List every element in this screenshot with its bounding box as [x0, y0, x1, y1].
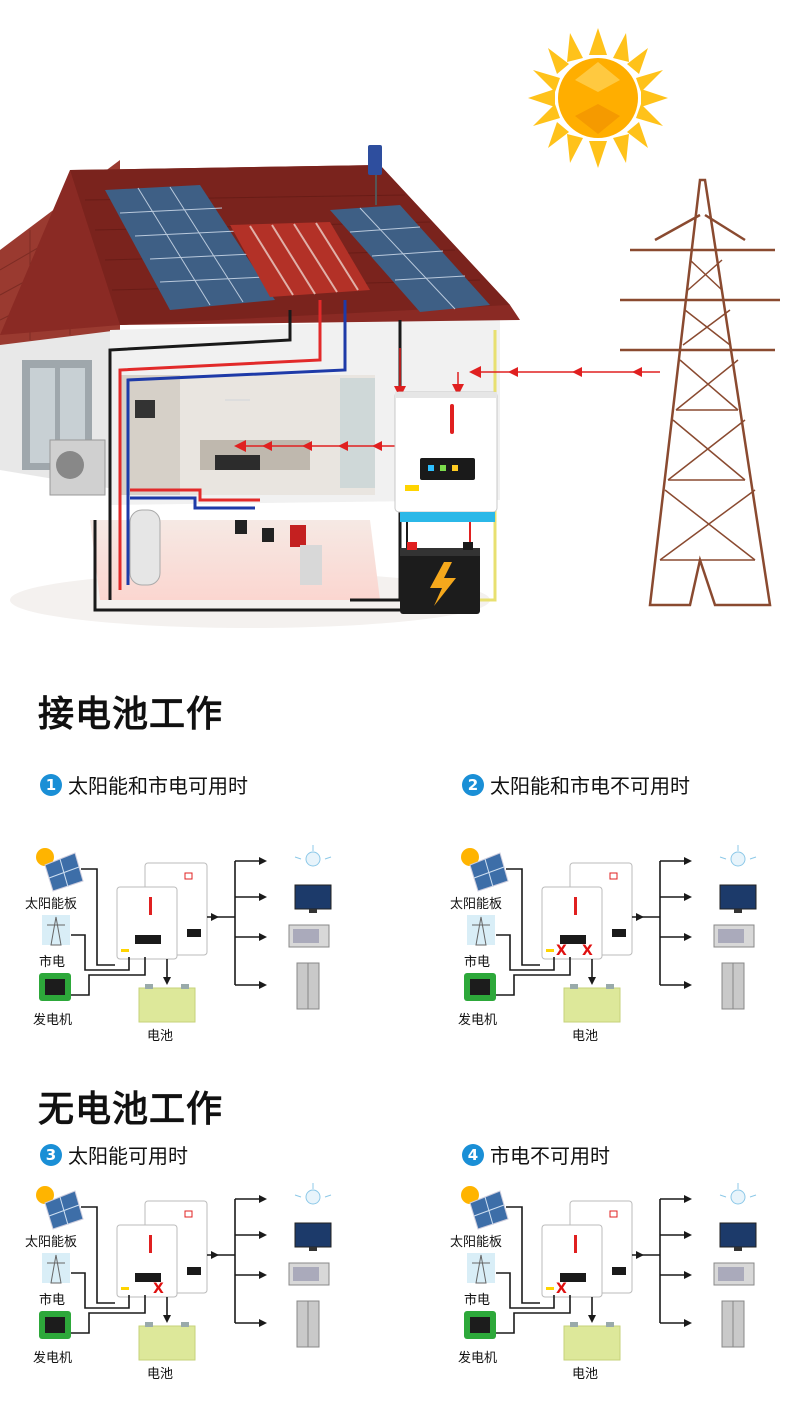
- label-grid: 市电: [464, 955, 491, 970]
- grid-tower-icon: [42, 1253, 70, 1284]
- label-solar-panel: 太阳能板: [25, 1235, 78, 1250]
- case-title-text: 太阳能和市电可用时: [68, 774, 248, 798]
- label-solar-panel: 太阳能板: [450, 897, 503, 912]
- sun-icon: [528, 28, 668, 168]
- diagram-case-4: 太阳能板市电发电机电池 X: [450, 1183, 780, 1383]
- tv-icon: [294, 1222, 332, 1251]
- case-title-text: 市电不可用时: [490, 1144, 610, 1168]
- microwave-icon: [713, 1262, 755, 1286]
- battery-icon: [400, 542, 480, 614]
- cross-mark: X: [556, 943, 567, 959]
- arrow-icon: [163, 1195, 267, 1327]
- arrow-icon: [588, 1195, 692, 1327]
- generator-icon: [464, 973, 496, 1001]
- label-battery: 电池: [572, 1367, 599, 1382]
- case-title-3: 3 太阳能可用时: [40, 1140, 188, 1169]
- generator-icon: [39, 973, 71, 1001]
- microwave-icon: [288, 924, 330, 948]
- label-grid: 市电: [39, 955, 66, 970]
- label-battery: 电池: [147, 1367, 174, 1382]
- power-tower-icon: [620, 178, 780, 607]
- cross-mark: X: [582, 943, 593, 959]
- label-generator: 发电机: [33, 1013, 73, 1028]
- case-title-text: 太阳能和市电不可用时: [490, 774, 690, 798]
- grid-tower-icon: [467, 1253, 495, 1284]
- arrow-icon: [163, 857, 267, 989]
- inverter-icon: [116, 862, 208, 960]
- number-badge: 3: [40, 1143, 62, 1166]
- house-illustration: [0, 145, 520, 612]
- light-bulb-icon: [294, 845, 332, 867]
- diagram-case-3: 太阳能板市电发电机电池 X: [25, 1183, 355, 1383]
- solar-panel-icon: [461, 848, 509, 892]
- label-grid: 市电: [39, 1293, 66, 1308]
- arrow-icon: [588, 857, 692, 989]
- solar-panel-icon: [36, 1186, 84, 1230]
- hero-illustration: [0, 0, 790, 650]
- battery-icon: [138, 984, 196, 1023]
- inverter-icon: [541, 1200, 633, 1298]
- tv-icon: [294, 884, 332, 913]
- label-grid: 市电: [464, 1293, 491, 1308]
- case-title-text: 太阳能可用时: [68, 1144, 188, 1168]
- case-title-4: 4 市电不可用时: [462, 1140, 610, 1169]
- tv-icon: [719, 1222, 757, 1251]
- solar-panel-icon: [36, 848, 84, 892]
- fridge-icon: [721, 1300, 745, 1348]
- grid-tower-icon: [467, 915, 495, 946]
- inverter-icon: [394, 391, 498, 550]
- wiring: [71, 1198, 259, 1334]
- label-battery: 电池: [147, 1029, 174, 1044]
- fridge-icon: [296, 962, 320, 1010]
- fridge-icon: [296, 1300, 320, 1348]
- tv-icon: [719, 884, 757, 913]
- hero-arrow-heads: [262, 367, 642, 451]
- number-badge: 2: [462, 773, 484, 796]
- number-badge: 1: [40, 773, 62, 796]
- battery-icon: [563, 1322, 621, 1361]
- light-bulb-icon: [719, 1183, 757, 1205]
- label-generator: 发电机: [458, 1351, 498, 1366]
- label-generator: 发电机: [458, 1013, 498, 1028]
- cross-mark: X: [153, 1281, 164, 1297]
- case-title-1: 1 太阳能和市电可用时: [40, 770, 248, 799]
- label-solar-panel: 太阳能板: [450, 1235, 503, 1250]
- label-battery: 电池: [572, 1029, 599, 1044]
- label-solar-panel: 太阳能板: [25, 897, 78, 912]
- case-title-2: 2 太阳能和市电不可用时: [462, 770, 690, 799]
- label-generator: 发电机: [33, 1351, 73, 1366]
- grid-tower-icon: [42, 915, 70, 946]
- generator-icon: [39, 1311, 71, 1339]
- microwave-icon: [288, 1262, 330, 1286]
- fridge-icon: [721, 962, 745, 1010]
- microwave-icon: [713, 924, 755, 948]
- solar-panel-icon: [461, 1186, 509, 1230]
- wiring: [496, 860, 684, 996]
- generator-icon: [464, 1311, 496, 1339]
- inverter-icon: [116, 1200, 208, 1298]
- battery-icon: [138, 1322, 196, 1361]
- number-badge: 4: [462, 1143, 484, 1166]
- light-bulb-icon: [719, 845, 757, 867]
- battery-icon: [563, 984, 621, 1023]
- cross-mark: X: [556, 1281, 567, 1297]
- section-title-without-battery: 无电池工作: [38, 1089, 224, 1130]
- light-bulb-icon: [294, 1183, 332, 1205]
- diagram-case-1: 太阳能板市电发电机电池: [25, 845, 355, 1045]
- section-title-with-battery: 接电池工作: [38, 694, 224, 735]
- inverter-icon: [541, 862, 633, 960]
